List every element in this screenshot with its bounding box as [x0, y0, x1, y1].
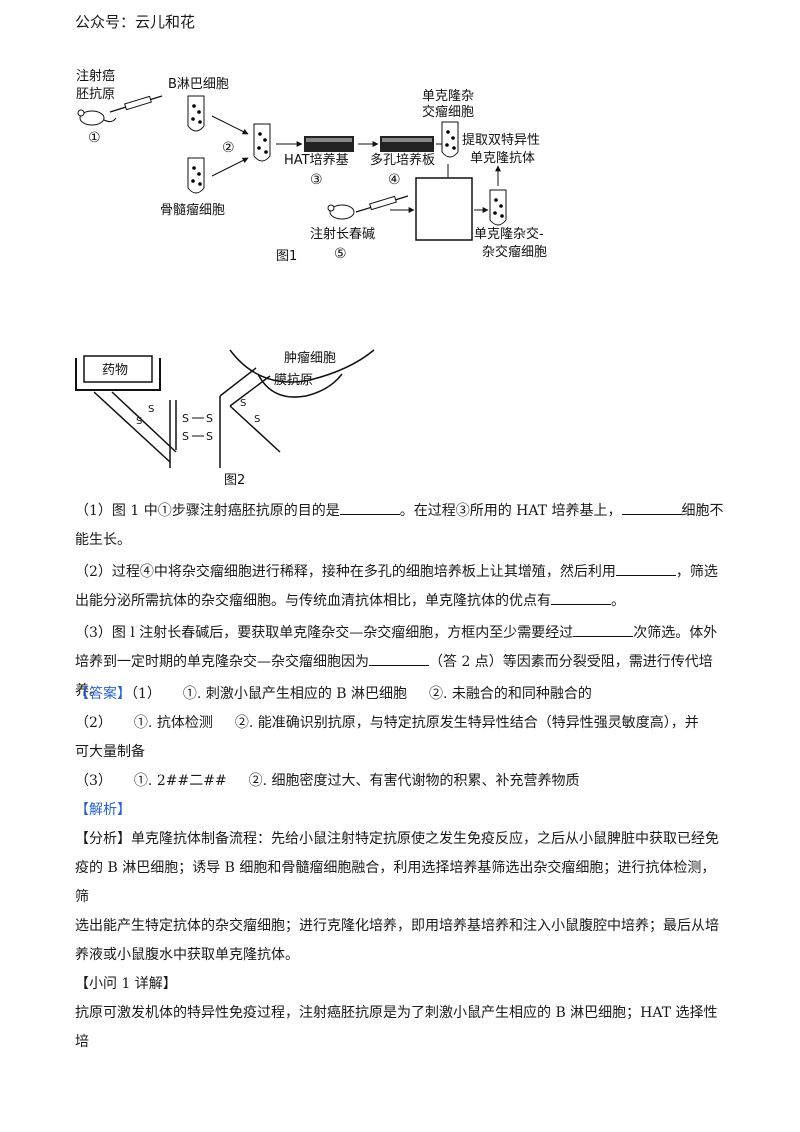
header-title: 公众号：云儿和花: [75, 13, 196, 31]
answer-item: ①. 刺激小鼠产生相应的 B 淋巴细胞: [182, 686, 408, 702]
question-3: （3）图 l 注射长春碱后，要获取单克隆杂交—杂交瘤细胞，方框内至少需要经过 次筛…: [75, 619, 725, 706]
answer-blank[interactable]: [339, 500, 400, 515]
label-step3: ③: [310, 172, 323, 188]
label-step2: ②: [222, 140, 235, 156]
label-drug: 药物: [102, 363, 128, 378]
label-mono-mono-2: 杂交瘤细胞: [482, 244, 547, 260]
screening-box: [415, 177, 473, 241]
label-s: S: [148, 404, 154, 415]
label-s: S: [240, 398, 246, 409]
label-s: S: [182, 412, 189, 425]
tube-icon: [253, 123, 271, 162]
drug-box: [83, 355, 153, 383]
analysis-line: 【分析】单克隆抗体制备流程：先给小鼠注射特定抗原使之发生免疫反应，之后从小鼠脾脏…: [75, 831, 719, 847]
answer-part-label: （1）: [131, 686, 161, 702]
label-s: S: [254, 414, 260, 425]
q2-text-c: 出能分泌所需抗体的杂交瘤细胞。与传统血清抗体相比，单克隆抗体的优点有: [75, 593, 551, 609]
label-hat: HAT培养基: [284, 152, 349, 168]
label-b-cell: B淋巴细胞: [168, 77, 229, 92]
tube-icon: [187, 157, 205, 194]
tube-icon: [187, 95, 205, 132]
label-membrane-antigen: 膜抗原: [274, 373, 313, 388]
figure-1: 注射癌 胚抗原 ① B淋巴细胞 骨髓瘤细胞 ②: [70, 60, 570, 270]
answer-part-label: （3）: [75, 773, 112, 789]
answer-item: ②. 细胞密度过大、有害代谢物的积累、补充营养物质: [248, 773, 580, 789]
figure-1-caption: 图1: [276, 249, 297, 264]
syringe-icon: [355, 195, 409, 213]
analysis-line: 抗原可激发机体的特异性免疫过程，注射癌胚抗原是为了刺激小鼠产生相应的 B 淋巴细…: [75, 1005, 718, 1050]
answer-item: ①. 2##二##: [133, 773, 227, 789]
label-mono-mono-1: 单克隆杂交-: [474, 226, 544, 242]
question-1: （1）图 1 中①步骤注射癌胚抗原的目的是 。在过程③所用的 HAT 培养基上， 细…: [75, 497, 725, 555]
answer-blank[interactable]: [615, 561, 676, 576]
answer-part-label: （2）: [75, 715, 112, 731]
q2-text-a: （2）过程④中将杂交瘤细胞进行稀释，接种在多孔的细胞培养板上让其增殖，然后利用: [75, 564, 616, 580]
q2-text-b: ，筛选: [675, 564, 718, 580]
q3-text-b: 次筛选。体外: [633, 625, 718, 641]
q3-text-c: 培养到一定时期的单克隆杂交—杂交瘤细胞因为: [75, 654, 369, 670]
answer-item: 可大量制备: [75, 744, 145, 760]
q2-text-d: 。: [611, 593, 625, 609]
culture-plate-icon: [380, 136, 434, 152]
label-extract-2: 单克隆抗体: [470, 151, 535, 166]
analysis-line: 疫的 B 淋巴细胞；诱导 B 细胞和骨髓瘤细胞融合，利用选择培养基筛选出杂交瘤细…: [75, 860, 716, 905]
q3-text-a: （3）图 l 注射长春碱后，要获取单克隆杂交—杂交瘤细胞，方框内至少需要经过: [75, 625, 574, 641]
label-step4: ④: [388, 172, 401, 188]
label-mono-hybrid-2: 交瘤细胞: [422, 104, 474, 120]
answer-blank[interactable]: [551, 590, 611, 605]
answer-item: ②. 未融合的和同种融合的: [429, 686, 592, 702]
answer-blank[interactable]: [369, 651, 429, 666]
mouse-icon: [77, 109, 117, 126]
label-step1: ①: [88, 130, 101, 146]
answer-item: ②. 能准确识别抗原，与特定抗原发生特异性结合（特异性强灵敏度高），并: [234, 715, 699, 731]
figure-2: 药物 S S S S S S S S 肿瘤细胞 膜抗原 图2: [70, 340, 390, 490]
label-mono-hybrid-1: 单克隆杂: [422, 89, 474, 104]
label-s: S: [206, 412, 213, 425]
analysis-section: 【解析】 【分析】单克隆抗体制备流程：先给小鼠注射特定抗原使之发生免疫反应，之后…: [75, 796, 725, 1057]
label-multiwell: 多孔培养板: [370, 152, 435, 168]
answer-item: ①. 抗体检测: [133, 715, 213, 731]
analysis-subheading: 【小问 1 详解】: [75, 976, 177, 992]
q1-text-b: 。在过程③所用的 HAT 培养基上，: [399, 503, 622, 519]
analysis-tag: 【解析】: [75, 802, 131, 818]
answer-tag: 【答案】: [75, 686, 131, 702]
analysis-line: 养液或小鼠腹水中获取单克隆抗体。: [75, 947, 299, 963]
label-inject-antigen-1: 注射癌: [76, 68, 115, 84]
label-s: S: [136, 416, 142, 427]
label-step5: ⑤: [334, 246, 347, 262]
label-s: S: [206, 430, 213, 443]
tube-icon: [489, 189, 507, 226]
label-s: S: [182, 430, 189, 443]
label-inject-chun: 注射长春碱: [310, 226, 375, 242]
label-myeloma: 骨髓瘤细胞: [160, 202, 225, 218]
q1-text-c: 细胞不: [681, 503, 724, 519]
label-inject-antigen-2: 胚抗原: [76, 87, 115, 102]
analysis-line: 选出能产生特定抗体的杂交瘤细胞；进行克隆化培养，即用培养基培养和注入小鼠腹腔中培…: [75, 918, 719, 934]
q1-text-a: （1）图 1 中①步骤注射癌胚抗原的目的是: [75, 503, 340, 519]
tumor-cell-outline: [229, 349, 375, 383]
label-tumor-cell: 肿瘤细胞: [284, 350, 336, 366]
q3-text-d: （答 2 点）等因素而分裂受阻，需进行传代培养。: [75, 654, 713, 699]
label-extract-1: 提取双特异性: [462, 132, 540, 148]
figure-2-caption: 图2: [224, 473, 245, 488]
answer-blank[interactable]: [573, 622, 634, 637]
tube-icon: [441, 121, 459, 158]
mouse-icon: [327, 204, 355, 220]
answer-blank[interactable]: [621, 500, 682, 515]
culture-plate-icon: [304, 136, 354, 152]
question-2: （2）过程④中将杂交瘤细胞进行稀释，接种在多孔的细胞培养板上让其增殖，然后利用 ，…: [75, 558, 725, 616]
syringe-icon: [109, 95, 163, 113]
q1-text-d: 能生长。: [75, 532, 131, 548]
